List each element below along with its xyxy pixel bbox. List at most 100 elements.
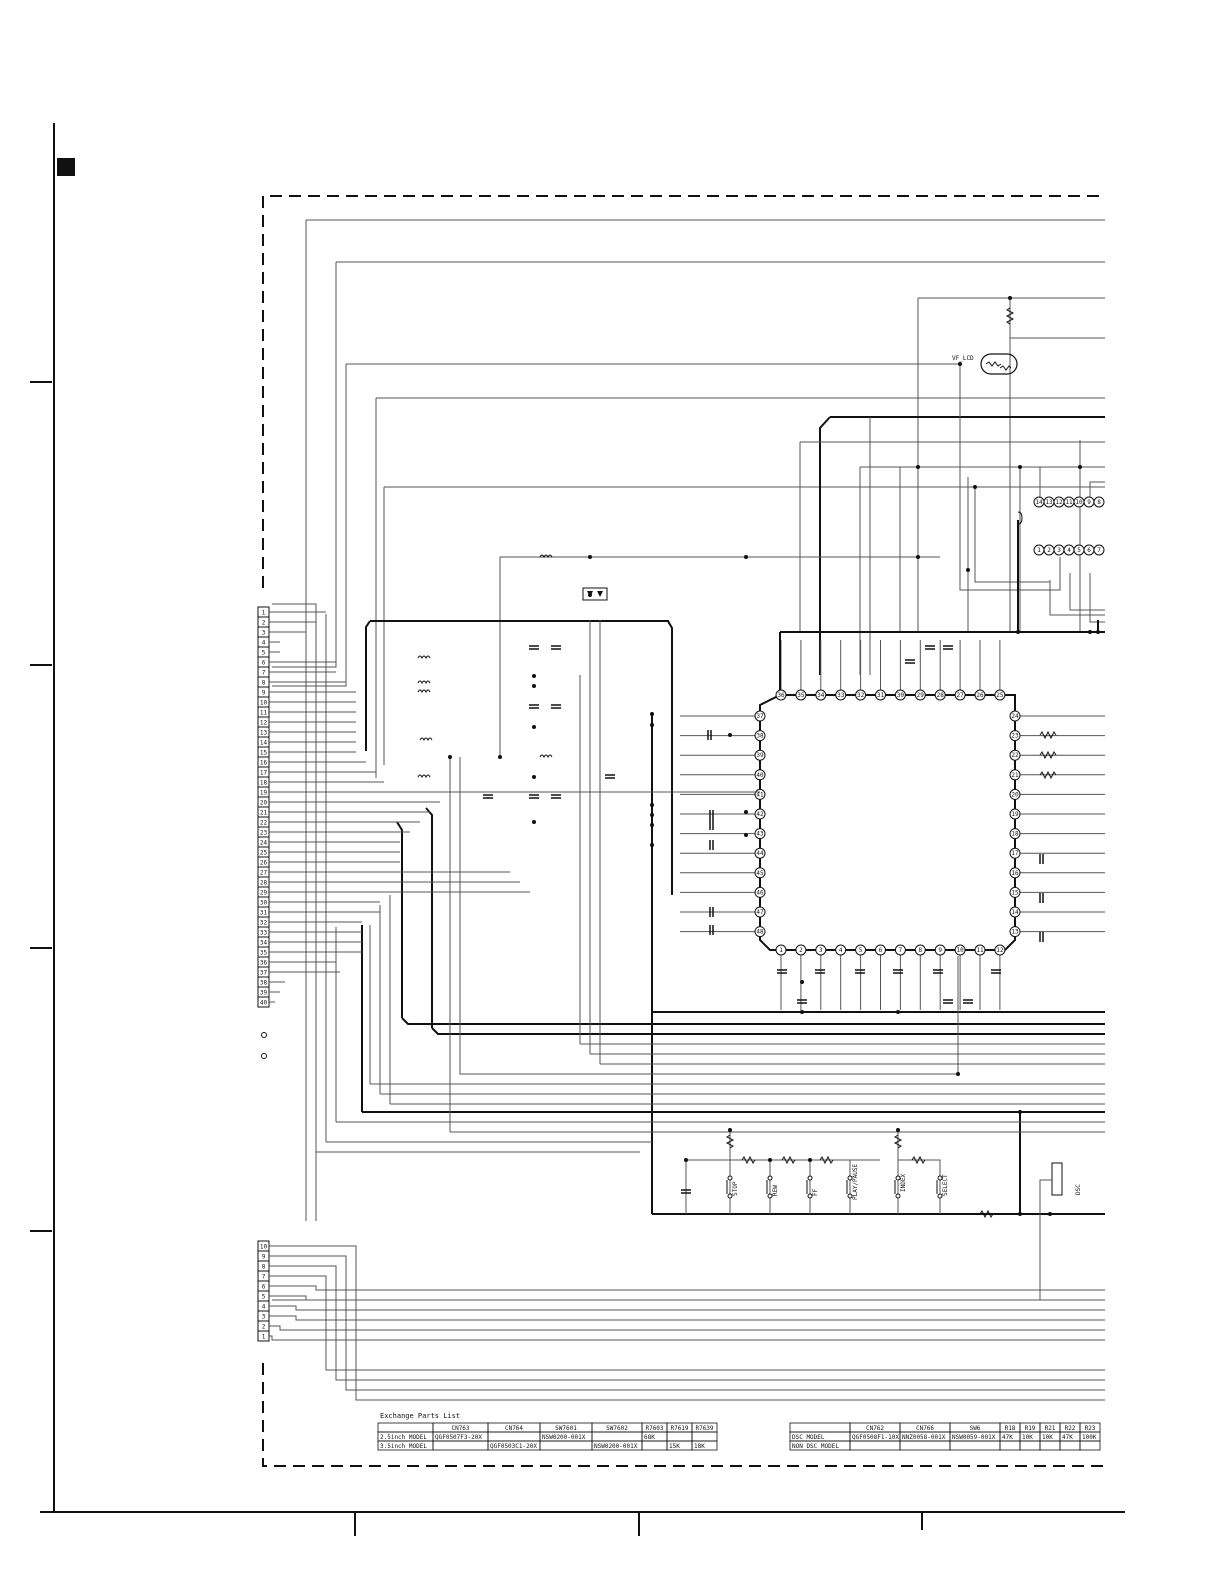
small-ic-pin: 13 xyxy=(1043,496,1055,508)
connector-pin: 16 xyxy=(257,756,270,768)
table-header-cell: CN763 xyxy=(451,1425,469,1432)
table-cell: QGF0508F1-10X xyxy=(852,1434,899,1441)
connector-pin-number: 34 xyxy=(260,940,268,947)
connector-pin: 2 xyxy=(257,616,270,628)
connector-pin: 30 xyxy=(257,896,270,908)
section-marker-square xyxy=(57,158,75,176)
table-cell: QGF0503C1-20X xyxy=(490,1443,537,1450)
connector-pin-number: 7 xyxy=(262,670,266,677)
capacitor xyxy=(529,645,539,650)
exchange-parts-title: Exchange Parts List xyxy=(380,1412,460,1420)
capacitor xyxy=(963,999,973,1004)
connector-pin-number: 38 xyxy=(260,980,268,987)
table-header-cell: R7639 xyxy=(695,1425,713,1432)
small-ic-pin: 7 xyxy=(1093,544,1105,556)
vf-lcd-transistor: VF_LCD xyxy=(952,353,1018,375)
small-ic-pin-number: 10 xyxy=(1075,499,1083,506)
small-ic-pin-number: 6 xyxy=(1087,547,1091,554)
capacitor xyxy=(605,774,615,779)
ic-pin: 13 xyxy=(1009,926,1021,938)
table-cell: NSW0200-001X xyxy=(542,1434,586,1441)
connector-pin-number: 16 xyxy=(260,760,268,767)
connector-pin: 10 xyxy=(257,1240,270,1252)
ic-pin: 48 xyxy=(754,926,766,938)
capacitor xyxy=(905,659,915,664)
connector-pin-number: 27 xyxy=(260,870,268,877)
connector-pin: 2 xyxy=(257,1320,270,1332)
connector-pin: 28 xyxy=(257,876,270,888)
ic-pin: 3 xyxy=(815,944,827,956)
table-header-cell: CN766 xyxy=(916,1425,934,1432)
connector-pin-number: 13 xyxy=(260,730,268,737)
ic-pin-number: 25 xyxy=(996,692,1004,699)
connector-pin: 6 xyxy=(257,1280,270,1292)
ic-pin-number: 45 xyxy=(756,870,764,877)
junction-dot xyxy=(532,775,536,779)
ic-pin: 14 xyxy=(1009,906,1021,918)
connector-pin: 39 xyxy=(257,986,270,998)
pushbutton-switch xyxy=(806,1175,813,1199)
ic-pin: 41 xyxy=(754,788,766,800)
main-ic xyxy=(759,694,1016,951)
table-header-cell: R7603 xyxy=(645,1425,663,1432)
capacitor xyxy=(1039,893,1044,903)
capacitor xyxy=(893,969,903,974)
ic-pin-number: 6 xyxy=(879,947,883,954)
connector-pin-number: 6 xyxy=(262,660,266,667)
ic-pin-number: 23 xyxy=(1011,733,1019,740)
small-ic-pin-number: 9 xyxy=(1087,499,1091,506)
small-ic-pin: 10 xyxy=(1073,496,1085,508)
ic-pin: 37 xyxy=(754,710,766,722)
ic-pin-number: 47 xyxy=(756,909,764,916)
table-header-cell: R23 xyxy=(1085,1425,1096,1432)
junction-dot xyxy=(650,813,654,817)
table-cell: 2.5inch MODEL xyxy=(380,1434,427,1441)
small-ic-pin: 14 xyxy=(1033,496,1045,508)
ic-pin: 15 xyxy=(1009,886,1021,898)
ic-pin-number: 41 xyxy=(756,791,764,798)
ic-pin-number: 21 xyxy=(1011,772,1019,779)
pushbutton-switch xyxy=(894,1175,901,1199)
ic-pin-number: 18 xyxy=(1011,831,1019,838)
connector-pin-number: 3 xyxy=(262,1314,266,1321)
small-ic-pin-number: 14 xyxy=(1035,499,1043,506)
connector-pin: 12 xyxy=(257,716,270,728)
connector-pin-number: 5 xyxy=(262,650,266,657)
ff-label: FF xyxy=(812,1188,819,1196)
ic-pin: 1 xyxy=(775,944,787,956)
connector-pin-number: 29 xyxy=(260,890,268,897)
capacitor xyxy=(855,969,865,974)
junction-dot xyxy=(650,843,654,847)
capacitor xyxy=(943,999,953,1004)
switch-symbols xyxy=(726,1175,943,1199)
ic-pin: 11 xyxy=(974,944,986,956)
ic-pin-number: 26 xyxy=(976,692,984,699)
ic-pin: 43 xyxy=(754,828,766,840)
ic-pin: 38 xyxy=(754,730,766,742)
connector-pin-number: 10 xyxy=(260,700,268,707)
capacitor xyxy=(551,794,561,799)
connector-pin-number: 9 xyxy=(262,1254,266,1261)
small-ic-pin: 6 xyxy=(1083,544,1095,556)
connector-pin-number: 30 xyxy=(260,900,268,907)
connector-pin: 23 xyxy=(257,826,270,838)
connector-pin-number: 8 xyxy=(262,680,266,687)
small-ic-pin-number: 4 xyxy=(1067,547,1071,554)
ic-pin: 16 xyxy=(1009,867,1021,879)
vf-lcd-label: VF_LCD xyxy=(952,355,974,362)
connector-pin: 15 xyxy=(257,746,270,758)
connector-pin: 26 xyxy=(257,856,270,868)
ic-pin-number: 5 xyxy=(859,947,863,954)
ic-pin-number: 1 xyxy=(779,947,783,954)
capacitor xyxy=(707,730,712,740)
ic-pin: 6 xyxy=(875,944,886,956)
inductor-icon xyxy=(417,655,431,660)
ic-pin-number: 44 xyxy=(756,850,764,857)
table-cell: 68K xyxy=(644,1434,655,1441)
junction-dot xyxy=(650,712,654,716)
connector-pin: 7 xyxy=(257,666,270,678)
small-ic-pin-number: 1 xyxy=(1037,547,1041,554)
